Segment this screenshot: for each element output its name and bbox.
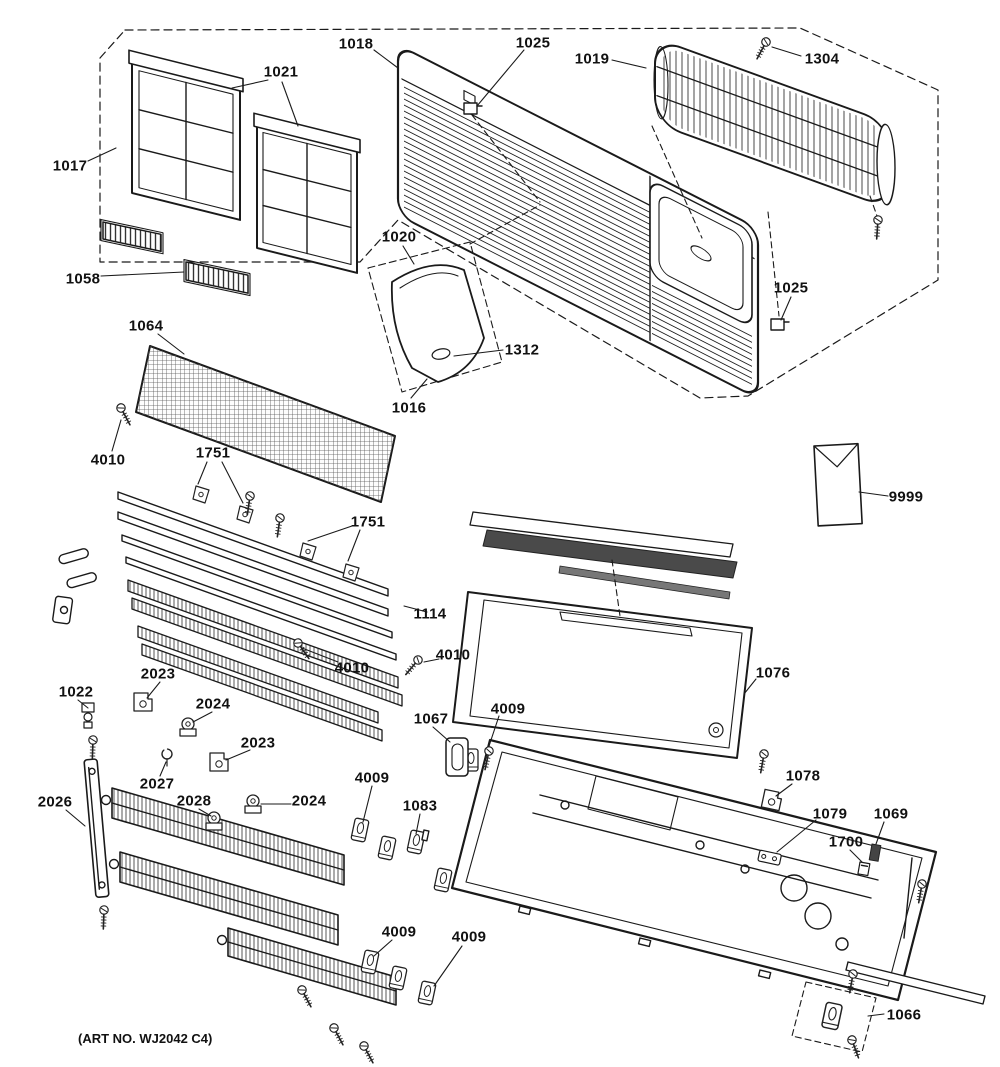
part-label-2024-lower: 2024 (291, 792, 327, 810)
vent-grille-right (183, 259, 251, 297)
screw-icon (845, 1033, 864, 1061)
clip-1083-tab (421, 829, 430, 842)
part-label-1021: 1021 (263, 63, 299, 81)
part-label-2024-upper: 2024 (195, 695, 231, 713)
part-label-1114: 1114 (413, 605, 447, 623)
screw-4010 (114, 401, 135, 428)
clip-1751 (299, 542, 317, 561)
drain-pan (452, 591, 753, 759)
part-label-4010-left: 4010 (90, 451, 126, 469)
part-label-1058: 1058 (65, 270, 101, 288)
clip-1069 (868, 843, 882, 862)
mesh-grille (135, 345, 396, 503)
part-label-2023-lower: 2023 (240, 734, 276, 752)
part-label-1700: 1700 (828, 833, 864, 851)
bracket-2024-lower (244, 794, 262, 814)
air-filter-right (253, 112, 361, 274)
part-label-4010-mid: 4010 (334, 659, 370, 677)
screw-icon (98, 904, 110, 930)
part-label-4009-a: 4009 (354, 769, 390, 787)
part-label-1025-top: 1025 (515, 34, 551, 52)
part-label-1078: 1078 (785, 767, 821, 785)
part-label-1076: 1076 (755, 664, 791, 682)
dashed-alignment-lines (469, 114, 878, 617)
seal-strip (845, 961, 986, 1005)
part-label-1304: 1304 (804, 50, 840, 68)
bracket-1067 (445, 737, 469, 777)
clip-1751 (236, 505, 254, 524)
screw-icon (357, 1039, 378, 1066)
part-label-2023-upper: 2023 (140, 665, 176, 683)
insulation-strips (469, 511, 738, 600)
part-label-1751-lower: 1751 (350, 513, 386, 531)
part-label-9999: 9999 (888, 488, 924, 506)
screw-4010 (401, 653, 425, 679)
support-hooks (52, 548, 97, 625)
part-label-1067: 1067 (413, 710, 449, 728)
part-label-1019: 1019 (574, 50, 610, 68)
literature-envelope (813, 442, 863, 527)
bracket-1066-group (791, 981, 877, 1061)
leader-lines (65, 46, 889, 1017)
part-label-4009-c: 4009 (381, 923, 417, 941)
air-filter-left (128, 49, 244, 221)
part-label-4009-d: 4009 (451, 928, 487, 946)
part-label-1079: 1079 (812, 805, 848, 823)
bracket-1066 (820, 1001, 844, 1031)
bracket-2023-lower (209, 752, 229, 772)
part-label-2026: 2026 (37, 793, 73, 811)
clip-1025-top (463, 102, 483, 115)
screw-icon (87, 734, 99, 760)
screw-icon (871, 214, 884, 241)
part-label-4009-b: 4009 (490, 700, 526, 718)
part-label-2027: 2027 (139, 775, 175, 793)
screw-icon (755, 748, 770, 775)
part-label-1751-upper: 1751 (195, 444, 231, 462)
clip-1025-right (770, 318, 790, 331)
clip-4009 (388, 965, 408, 991)
plate-1079 (757, 849, 782, 866)
screw-icon (327, 1021, 348, 1048)
ring-2027 (161, 748, 173, 767)
part-label-1083: 1083 (402, 797, 438, 815)
part-label-1018: 1018 (338, 35, 374, 53)
part-label-1016: 1016 (391, 399, 427, 417)
part-label-1066: 1066 (886, 1006, 922, 1024)
part-label-1022: 1022 (58, 683, 94, 701)
heater-rail-assembly (117, 491, 403, 742)
part-label-4010-right: 4010 (435, 646, 471, 664)
clip-4009 (350, 817, 370, 843)
bracket-1078 (760, 788, 784, 812)
clip-4009 (417, 980, 437, 1006)
part-label-1312: 1312 (504, 341, 540, 359)
vent-grille-left (100, 219, 164, 255)
screw-icon (272, 512, 286, 539)
clip-1751 (192, 485, 210, 504)
clip-1700 (857, 861, 871, 877)
blower-wheel (653, 44, 896, 206)
part-label-1017: 1017 (52, 157, 88, 175)
part-label-1020: 1020 (381, 228, 417, 246)
screw-1304 (752, 35, 773, 62)
corner-cover (367, 241, 503, 393)
heater-coil-bands (100, 787, 397, 1006)
part-label-1069: 1069 (873, 805, 909, 823)
part-label-1064: 1064 (128, 317, 164, 335)
dashed-boundary-outline (99, 27, 939, 399)
screw-icon (295, 983, 316, 1010)
part-label-2028: 2028 (176, 792, 212, 810)
base-pan (450, 738, 938, 1002)
support-rail-2026 (83, 758, 110, 899)
clip-1022 (81, 702, 95, 729)
part-label-1025-right: 1025 (773, 279, 809, 297)
clip-4009 (377, 835, 397, 861)
clip-4009 (433, 867, 453, 893)
bracket-2024-upper (179, 717, 197, 737)
art-number: (ART NO. WJ2042 C4) (78, 1031, 213, 1046)
